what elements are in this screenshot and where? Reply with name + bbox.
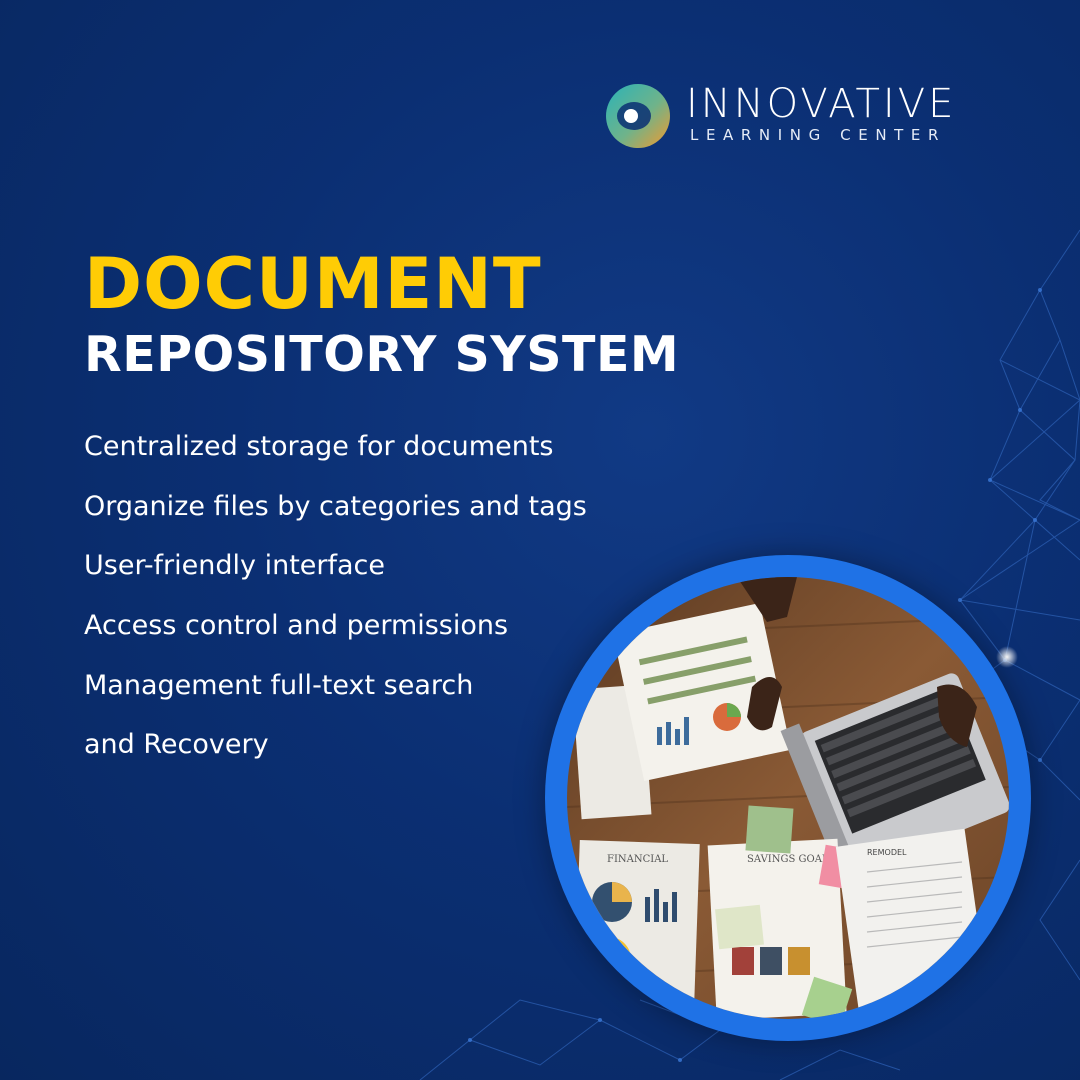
feature-list: Centralized storage for documents Organi… [84,432,587,790]
feature-item: Centralized storage for documents [84,431,554,462]
feature-item: and Recovery [84,729,269,761]
desk-photo-circle: FINANCIAL SAVINGS GOAL REMODEL [545,555,1031,1041]
headline-line-1: DOCUMENT [84,243,542,325]
brand-logo: INNOVATIVE LEARNING CENTER [604,80,1024,152]
brand-subtitle: LEARNING CENTER [690,126,947,144]
sparkle-decoration [996,646,1018,668]
brand-name: INNOVATIVE [686,81,957,127]
desk-illustration: FINANCIAL SAVINGS GOAL REMODEL [567,577,1009,1019]
doc-label-remodel: REMODEL [867,848,907,857]
doc-label-savings-goal: SAVINGS GOAL [747,854,829,865]
feature-item: Management full-text search [84,669,474,701]
headline-line-2: REPOSITORY SYSTEM [84,326,680,383]
feature-item: Organize files by categories and tags [84,490,587,522]
feature-item: Access control and permissions [84,610,509,642]
doc-label-financial: FINANCIAL [607,854,668,865]
feature-item: User-friendly interface [84,550,386,582]
swirl-circle-icon [606,84,670,148]
